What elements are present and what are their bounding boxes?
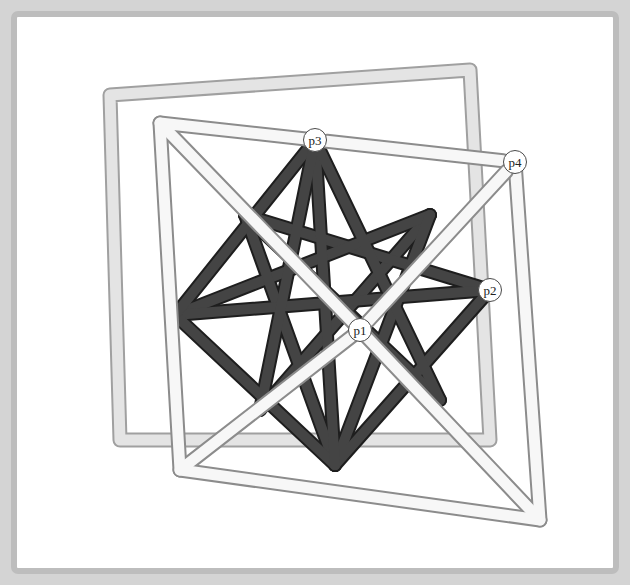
point-marker: p4 bbox=[503, 150, 527, 174]
tube-body bbox=[368, 171, 507, 321]
point-label: p3 bbox=[309, 134, 322, 147]
front-frame bbox=[160, 123, 540, 520]
tube-outline bbox=[327, 141, 503, 160]
frame-tube bbox=[368, 171, 507, 321]
point-label: p4 bbox=[509, 156, 522, 169]
tube-outline bbox=[368, 171, 507, 321]
point-marker: p1 bbox=[348, 318, 372, 342]
frame-tube bbox=[327, 141, 503, 160]
point-label: p2 bbox=[484, 284, 497, 297]
point-marker: p3 bbox=[303, 128, 327, 152]
tube-body bbox=[327, 141, 503, 160]
point-marker: p2 bbox=[478, 278, 502, 302]
point-label: p1 bbox=[354, 324, 367, 337]
picture-frame bbox=[14, 14, 616, 571]
